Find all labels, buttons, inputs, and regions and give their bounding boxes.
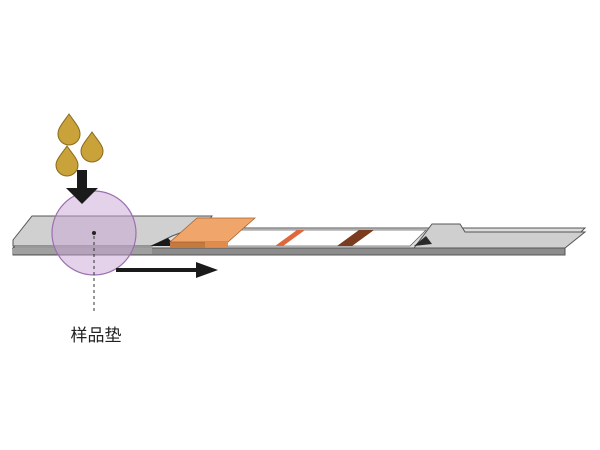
conjugate-pad-front	[205, 242, 228, 247]
membrane	[211, 229, 427, 247]
test-line	[275, 230, 305, 246]
arrow-right-icon	[116, 262, 218, 278]
conjugate-pad-side	[170, 242, 205, 248]
absorbent-pad[interactable]	[413, 223, 587, 249]
droplet-icon	[55, 145, 79, 177]
sample-pad-label: 样品垫	[70, 326, 122, 346]
absorbent-pad-step-shadow	[414, 236, 432, 246]
sample-pad-step-shadow	[150, 238, 175, 246]
highlight-center-dot	[92, 231, 96, 235]
droplet-icon	[57, 113, 81, 146]
droplet-icon	[80, 131, 104, 163]
control-line	[337, 230, 374, 246]
arrow-down-icon	[66, 170, 98, 204]
